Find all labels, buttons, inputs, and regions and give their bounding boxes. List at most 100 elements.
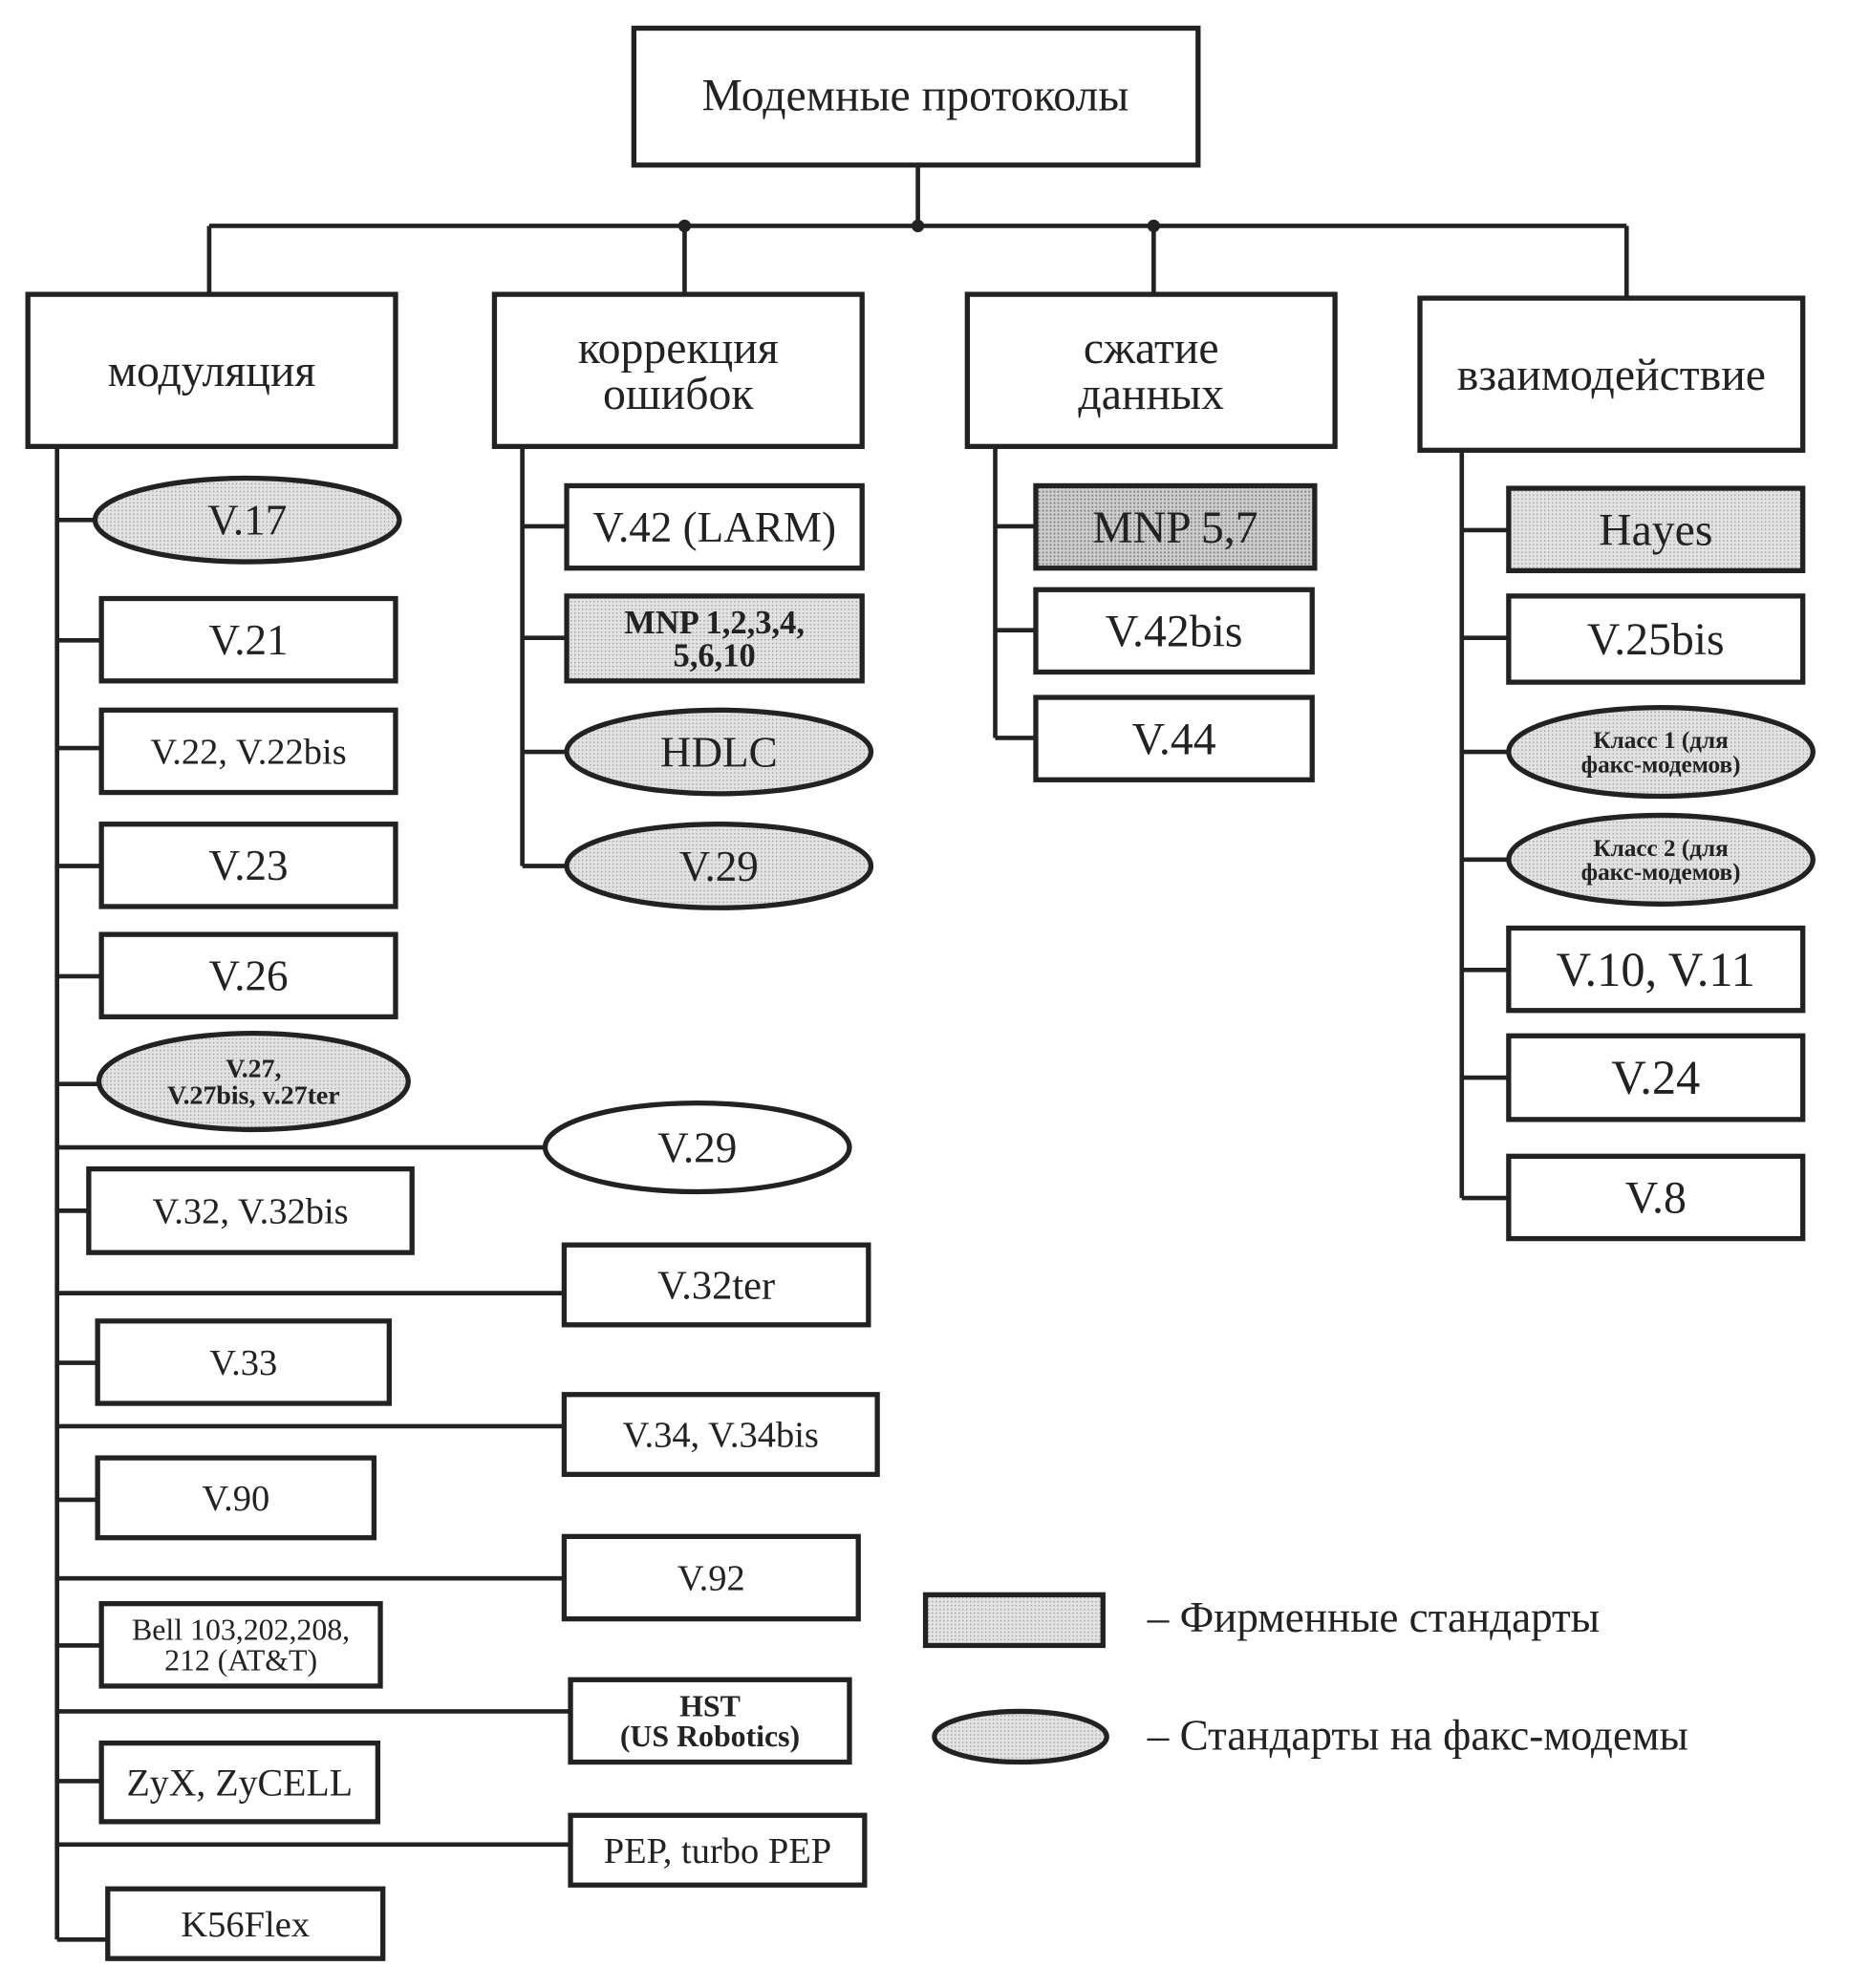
protocol-box bbox=[1506, 1153, 1806, 1242]
svg-text:PEP, turbo PEP: PEP, turbo PEP bbox=[604, 1831, 831, 1871]
node-label: PEP, turbo PEP bbox=[604, 1831, 831, 1871]
protocol-box bbox=[1506, 1033, 1806, 1122]
protocol-box bbox=[98, 595, 398, 684]
protocol-box bbox=[1033, 695, 1315, 782]
protocol-node-e2: MNP 1,2,3,4,5,6,10 bbox=[564, 593, 865, 684]
node-label: V.26 bbox=[208, 952, 288, 1000]
node-label: Класс 1 (для bbox=[1593, 728, 1728, 754]
protocol-node-m17: PEP, turbo PEP bbox=[568, 1812, 868, 1888]
protocol-box bbox=[98, 822, 398, 909]
svg-text:V.34, V.34bis: V.34, V.34bis bbox=[623, 1416, 819, 1456]
protocol-node-m12: V.90 bbox=[95, 1455, 377, 1541]
svg-text:V.92: V.92 bbox=[677, 1559, 745, 1599]
svg-text:V.42 (LARM): V.42 (LARM) bbox=[592, 503, 836, 551]
node-label: Bell 103,202,208, bbox=[132, 1614, 350, 1647]
node-label: Hayes bbox=[1599, 504, 1712, 555]
protocol-box bbox=[1033, 482, 1318, 571]
protocol-node-c1: MNP 5,7 bbox=[1033, 482, 1318, 571]
svg-text:V.29: V.29 bbox=[679, 843, 759, 890]
protocol-node-m2: V.21 bbox=[98, 595, 398, 684]
svg-text:V.32, V.32bis: V.32, V.32bis bbox=[152, 1191, 348, 1231]
node-label: коррекция bbox=[578, 323, 779, 374]
legend-label: – Стандарты на факс-модемы bbox=[1147, 1711, 1688, 1759]
junction-dot bbox=[911, 219, 925, 233]
fax-standard-oval bbox=[96, 1030, 411, 1133]
svg-text:MNP 1,2,3,4,5,6,10: MNP 1,2,3,4,5,6,10 bbox=[624, 605, 805, 673]
node-label: ZyX, ZyCELL bbox=[126, 1762, 353, 1804]
svg-text:V.32ter: V.32ter bbox=[657, 1263, 775, 1308]
protocol-box bbox=[86, 1165, 415, 1255]
protocol-box bbox=[561, 1242, 871, 1328]
node-label: 212 (AT&T) bbox=[164, 1644, 317, 1678]
svg-text:V.17: V.17 bbox=[207, 497, 287, 545]
protocol-node-e3: HDLC bbox=[564, 707, 874, 797]
node-label: V.24 bbox=[1611, 1051, 1700, 1104]
svg-text:ZyX, ZyCELL: ZyX, ZyCELL bbox=[126, 1762, 353, 1804]
protocol-box bbox=[1506, 925, 1806, 1014]
protocol-node-m16: ZyX, ZyCELL bbox=[98, 1740, 381, 1825]
protocol-node-m10: V.33 bbox=[95, 1318, 392, 1406]
legend-item-fax: – Стандарты на факс-модемы bbox=[932, 1708, 1688, 1765]
category-mod: модуляция bbox=[25, 291, 398, 449]
node-label: V.34, V.34bis bbox=[623, 1416, 819, 1456]
node-label: V.27, bbox=[226, 1055, 281, 1084]
svg-text:V.33: V.33 bbox=[209, 1343, 277, 1383]
protocol-node-m18: K56Flex bbox=[105, 1886, 386, 1961]
protocol-node-i2: V.25bis bbox=[1506, 593, 1806, 685]
node-label: V.32, V.32bis bbox=[152, 1191, 348, 1231]
connector-lines bbox=[54, 164, 1629, 1942]
protocol-node-i7: V.8 bbox=[1506, 1153, 1806, 1242]
fax-standard-oval bbox=[564, 707, 874, 797]
protocol-box bbox=[1033, 587, 1315, 675]
svg-text:V.26: V.26 bbox=[208, 952, 288, 1000]
node-label: 5,6,10 bbox=[674, 637, 756, 673]
svg-text:V.10, V.11: V.10, V.11 bbox=[1557, 943, 1755, 996]
node-label: HDLC bbox=[660, 728, 778, 776]
node-label: V.10, V.11 bbox=[1557, 943, 1755, 996]
node-label: V.33 bbox=[209, 1343, 277, 1383]
protocol-node-m14: Bell 103,202,208,212 (AT&T) bbox=[98, 1601, 383, 1689]
svg-text:V.21: V.21 bbox=[208, 616, 288, 664]
node-label: данных bbox=[1078, 369, 1224, 419]
protocol-node-m6: V.27,V.27bis, v.27ter bbox=[96, 1030, 411, 1133]
svg-text:HST(US Robotics): HST(US Robotics) bbox=[620, 1689, 800, 1753]
protocol-node-m4: V.23 bbox=[98, 822, 398, 909]
protocol-box bbox=[568, 1677, 852, 1765]
protocol-node-m13: V.92 bbox=[561, 1533, 861, 1622]
svg-text:V.23: V.23 bbox=[208, 842, 288, 889]
protocol-node-m7: V.29 bbox=[542, 1100, 852, 1195]
svg-text:V.29: V.29 bbox=[657, 1123, 737, 1171]
node-label: V.25bis bbox=[1587, 614, 1725, 665]
fax-standard-oval bbox=[564, 822, 874, 910]
node-label: V.21 bbox=[208, 616, 288, 664]
svg-text:MNP 5,7: MNP 5,7 bbox=[1092, 502, 1257, 553]
node-label: V.29 bbox=[679, 843, 759, 890]
node-label: K56Flex bbox=[181, 1905, 310, 1945]
legend-label: – Фирменные стандарты bbox=[1147, 1593, 1600, 1641]
node-label: V.27bis, v.27ter bbox=[167, 1080, 340, 1110]
protocol-box bbox=[1506, 593, 1806, 685]
svg-text:V.90: V.90 bbox=[202, 1479, 269, 1519]
protocol-node-e4: V.29 bbox=[564, 822, 874, 910]
protocol-node-m5: V.26 bbox=[98, 931, 398, 1020]
protocol-node-c2: V.42bis bbox=[1033, 587, 1315, 675]
protocol-node-c3: V.44 bbox=[1033, 695, 1315, 782]
node-label: V.42bis bbox=[1106, 607, 1243, 657]
legend: – Фирменные стандарты – Стандарты на факс… bbox=[922, 1592, 1688, 1765]
node-label: V.44 bbox=[1132, 714, 1216, 764]
node-label: V.29 bbox=[657, 1123, 737, 1171]
node-label: (US Robotics) bbox=[620, 1720, 800, 1753]
fax-standard-oval bbox=[542, 1100, 852, 1195]
node-label: V.92 bbox=[677, 1559, 745, 1599]
node-label: модуляция bbox=[108, 346, 316, 396]
node-label: V.90 bbox=[202, 1479, 269, 1519]
protocol-node-i1: Hayes bbox=[1506, 485, 1806, 574]
protocol-box bbox=[1506, 485, 1806, 574]
protocol-node-m8: V.32, V.32bis bbox=[86, 1165, 415, 1255]
protocol-box bbox=[568, 1812, 868, 1888]
